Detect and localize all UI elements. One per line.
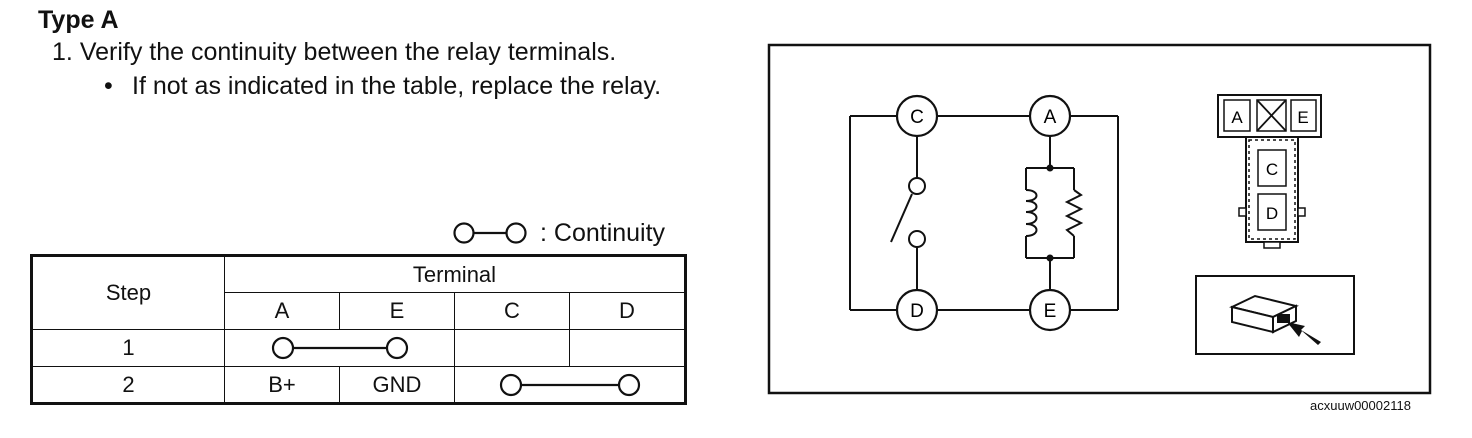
connector-label: A bbox=[1231, 108, 1243, 127]
connector-label: E bbox=[1297, 108, 1308, 127]
table-cell: B+ bbox=[224, 366, 340, 404]
bullet-icon: • bbox=[104, 72, 113, 100]
arrow-icon bbox=[1287, 322, 1321, 345]
instruction-step: 1. Verify the continuity between the rel… bbox=[52, 38, 616, 67]
connector-label: C bbox=[1266, 160, 1278, 179]
terminal-label: A bbox=[1044, 107, 1057, 128]
legend-label: : Continuity bbox=[540, 218, 666, 247]
instruction-number: 1. bbox=[52, 38, 73, 66]
terminal-label: D bbox=[910, 301, 924, 322]
table-cell: GND bbox=[339, 366, 455, 404]
instruction-bullet: • If not as indicated in the table, repl… bbox=[104, 70, 664, 102]
junction-dot bbox=[1046, 254, 1054, 262]
section-heading: Type A bbox=[38, 6, 119, 34]
view-direction-box bbox=[1195, 275, 1355, 355]
continuity-legend: : Continuity bbox=[452, 218, 665, 248]
schematic-terminal-c: C bbox=[895, 94, 939, 138]
connector-face: A E C D bbox=[1217, 94, 1322, 249]
junction-dot bbox=[1046, 164, 1054, 172]
schematic-terminal-e: E bbox=[1028, 288, 1072, 332]
continuity-symbol-icon bbox=[453, 222, 527, 244]
step-number: 1 bbox=[31, 329, 225, 367]
terminal-label: E bbox=[1044, 301, 1057, 322]
diagram-frame bbox=[767, 43, 1432, 395]
switch-contact bbox=[908, 230, 926, 248]
connector-label: D bbox=[1266, 204, 1278, 223]
column-header-d: D bbox=[569, 292, 686, 330]
table-row: 2 B+ GND bbox=[31, 366, 686, 404]
continuity-symbol-icon bbox=[499, 373, 640, 396]
figure-id: acxuuw00002118 bbox=[1310, 398, 1411, 413]
bullet-text: If not as indicated in the table, replac… bbox=[132, 72, 662, 100]
relay-schematic bbox=[849, 115, 1119, 311]
schematic-terminal-d: D bbox=[895, 288, 939, 332]
schematic-terminal-a: A bbox=[1028, 94, 1072, 138]
continuity-symbol-icon bbox=[271, 336, 408, 360]
instruction-text: Verify the continuity between the relay … bbox=[79, 38, 617, 66]
column-header-c: C bbox=[454, 292, 570, 330]
continuity-table: Step Terminal A E C D 1 2 B+ GND bbox=[30, 254, 687, 405]
continuity-cell-a-e bbox=[224, 329, 455, 367]
column-header-e: E bbox=[339, 292, 455, 330]
terminal-label: C bbox=[910, 107, 924, 128]
continuity-cell-c-d bbox=[454, 366, 686, 404]
switch-contact bbox=[908, 177, 926, 195]
